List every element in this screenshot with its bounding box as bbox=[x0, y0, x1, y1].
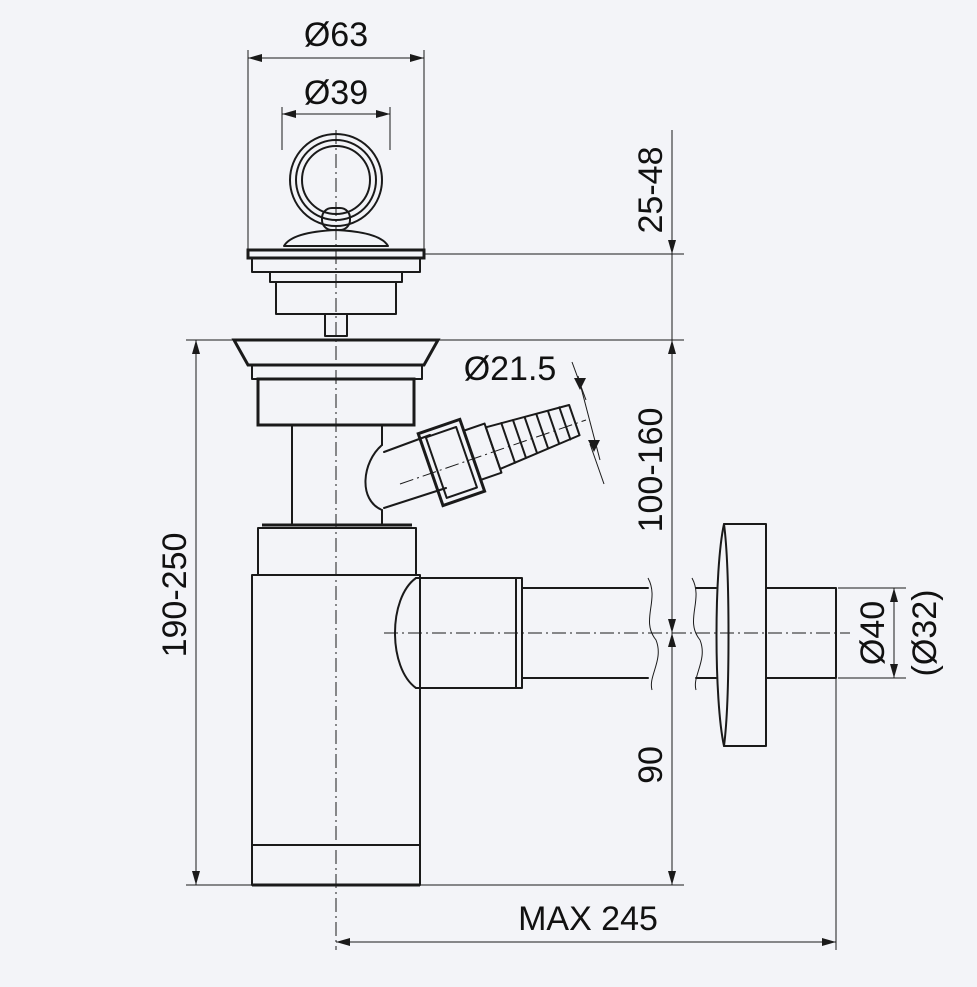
dim-total-height: 190-250 bbox=[156, 533, 194, 658]
dim-outlet-height: 90 bbox=[632, 746, 670, 784]
dim-top-outer-diameter: Ø63 bbox=[304, 16, 368, 54]
vertical-tube bbox=[291, 424, 383, 526]
dim-outlet-diameter-alt: (Ø32) bbox=[906, 590, 944, 677]
dim-max-length: MAX 245 bbox=[518, 900, 658, 938]
dim-top-inner-diameter: Ø39 bbox=[304, 74, 368, 112]
dimension-lines bbox=[192, 54, 898, 946]
center-lines bbox=[335, 130, 850, 950]
extension-lines bbox=[186, 50, 906, 950]
outlet-pipe bbox=[394, 577, 717, 691]
dim-plug-height: 25-48 bbox=[632, 147, 670, 234]
side-inlet bbox=[364, 404, 581, 511]
dim-body-height: 100-160 bbox=[632, 408, 670, 533]
wall-rosette bbox=[715, 523, 837, 747]
dim-outlet-diameter: Ø40 bbox=[854, 601, 892, 665]
dim-side-inlet-diameter: Ø21.5 bbox=[464, 350, 557, 388]
